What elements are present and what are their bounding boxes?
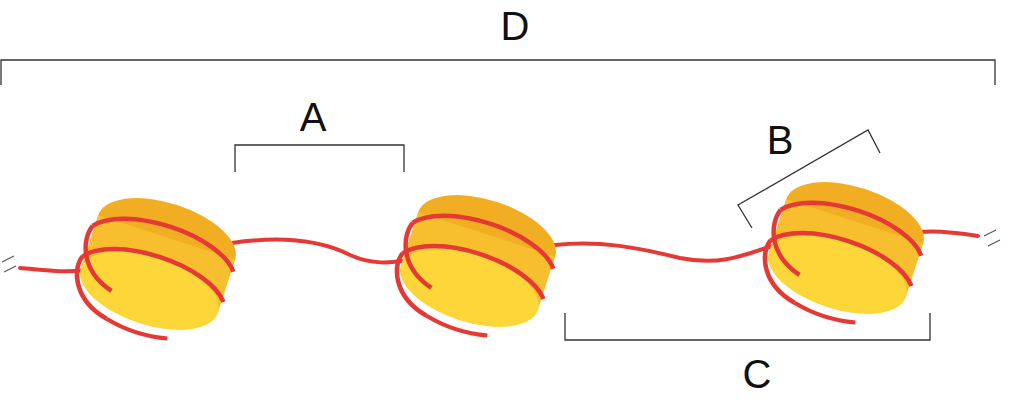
bracket-label: D bbox=[501, 6, 530, 46]
bracket-label: A bbox=[300, 97, 327, 137]
bracket-c bbox=[565, 313, 930, 340]
linker-dna bbox=[555, 243, 772, 260]
bracket-label: C bbox=[743, 354, 772, 394]
linker-dna bbox=[918, 231, 978, 236]
nucleosome bbox=[384, 179, 568, 352]
nucleosome bbox=[752, 166, 936, 339]
linker-dna bbox=[232, 240, 410, 263]
bracket-d bbox=[1, 60, 995, 85]
bracket-a bbox=[235, 145, 404, 172]
nucleosome bbox=[64, 182, 248, 355]
bracket-label: B bbox=[767, 120, 794, 160]
